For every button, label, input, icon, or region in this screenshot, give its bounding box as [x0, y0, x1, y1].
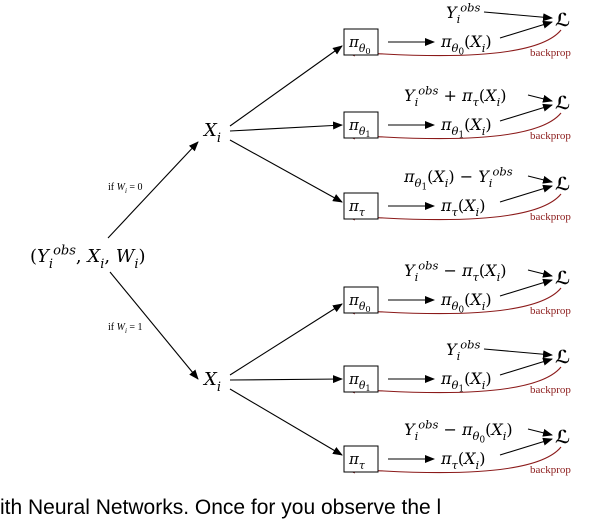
edge-branch0-to-model1 — [229, 121, 343, 132]
prediction-label-0-2: πτ(Xi) — [440, 196, 485, 219]
loss-symbol-1-2: ℒ — [555, 427, 570, 448]
model-label: πθ1 — [348, 116, 371, 139]
model-box-frame — [343, 192, 379, 220]
model-label: πθ0 — [348, 291, 371, 314]
figure-caption: ith Neural Networks. Once for you observ… — [0, 496, 442, 519]
backprop-arrow-0-0 — [345, 29, 562, 57]
edge-prediction-to-loss — [499, 184, 553, 203]
edge-target-to-loss — [527, 175, 553, 184]
branch-node-label-1: Xi — [202, 369, 221, 395]
prediction-label-1-0: πθ0(Xi) — [440, 290, 492, 316]
loss-symbol-1-1: ℒ — [555, 347, 570, 368]
backprop-arrow-1-1 — [345, 366, 562, 394]
edge-target-to-loss — [483, 348, 553, 359]
model-label: πθ0 — [348, 33, 371, 56]
prediction-label-1-1: πθ1(Xi) — [440, 369, 492, 395]
model-box-1-1: πθ1 — [343, 365, 379, 393]
edge-target-to-loss — [527, 428, 553, 437]
edge-prediction-to-loss — [499, 103, 553, 122]
nodes: (Yiobs, Xi, Wi) if Wi = 0 Xi πθ0 πθ0(Xi) Yiob… — [30, 0, 571, 476]
edge-branch1-to-model0 — [229, 303, 343, 376]
edge-target-to-loss — [527, 269, 553, 278]
target-label-0-1: Yiobs + πτ(Xi) — [404, 83, 507, 109]
root-node-label: (Yiobs, Xi, Wi) — [30, 243, 146, 271]
model-box-frame — [343, 111, 379, 139]
model-label: πτ — [348, 197, 366, 219]
backprop-arrow-0-2 — [345, 193, 562, 221]
edge-branch0-to-model0 — [229, 45, 343, 127]
model-box-0-0: πθ0 — [343, 28, 379, 56]
loss-symbol-0-2: ℒ — [555, 174, 570, 195]
model-box-frame — [343, 365, 379, 393]
edge-branch1-to-model1 — [229, 375, 343, 384]
target-label-0-2: πθ1(Xi) − Yiobs — [403, 164, 513, 192]
edge-prediction-to-loss — [499, 278, 553, 297]
loss-symbol-0-0: ℒ — [555, 10, 570, 31]
model-box-0-1: πθ1 — [343, 111, 379, 139]
backprop-label-0-1: backprop — [530, 130, 571, 142]
backprop-label-0-2: backprop — [530, 211, 571, 223]
prediction-label-1-2: πτ(Xi) — [440, 449, 485, 472]
target-label-0-0: Yiobs — [446, 0, 481, 26]
target-label-1-2: Yiobs − πθ0(Xi) — [404, 417, 513, 445]
backprop-arrow-0-1 — [345, 112, 562, 140]
model-box-frame — [343, 445, 379, 473]
branch-condition-1: if Wi = 1 — [108, 322, 143, 335]
model-label: πτ — [348, 450, 366, 472]
prediction-label-0-1: πθ1(Xi) — [440, 115, 492, 141]
model-box-0-2: πτ — [343, 192, 379, 220]
edges — [107, 11, 562, 474]
model-box-frame — [343, 286, 379, 314]
target-label-1-1: Yiobs — [446, 337, 481, 363]
backprop-label-1-2: backprop — [530, 464, 571, 476]
backprop-label-1-1: backprop — [530, 384, 571, 396]
model-box-1-2: πτ — [343, 445, 379, 473]
edge-prediction-to-loss — [499, 437, 553, 456]
edge-root-to-branch-0 — [107, 141, 199, 239]
backprop-label-1-0: backprop — [530, 305, 571, 317]
backprop-arrow-1-0 — [345, 287, 562, 315]
edge-target-to-loss — [483, 11, 553, 22]
branch-condition-0: if Wi = 0 — [108, 182, 143, 195]
branch-node-label-0: Xi — [202, 120, 221, 146]
loss-symbol-0-1: ℒ — [555, 93, 570, 114]
edge-prediction-to-loss — [499, 357, 553, 376]
edge-prediction-to-loss — [499, 20, 553, 39]
loss-symbol-1-0: ℒ — [555, 268, 570, 289]
edge-branch1-to-model2 — [229, 388, 343, 456]
model-label: πθ1 — [348, 370, 371, 393]
model-box-frame — [343, 28, 379, 56]
edge-target-to-loss — [527, 94, 553, 103]
prediction-label-0-0: πθ0(Xi) — [440, 32, 492, 58]
edge-root-to-branch-1 — [109, 271, 199, 380]
edge-branch0-to-model2 — [229, 139, 343, 203]
target-label-1-0: Yiobs − πτ(Xi) — [404, 258, 507, 284]
model-box-1-0: πθ0 — [343, 286, 379, 314]
backprop-label-0-0: backprop — [530, 47, 571, 59]
backprop-arrow-1-2 — [345, 446, 562, 474]
